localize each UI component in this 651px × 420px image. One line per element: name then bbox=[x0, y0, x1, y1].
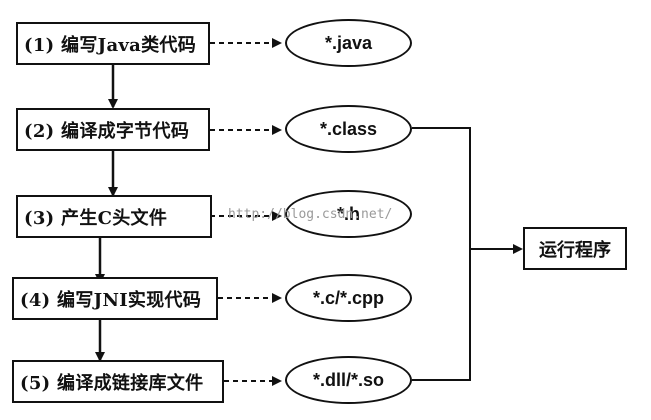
output-java-label: *.java bbox=[324, 32, 373, 53]
output-lib-label: *.dll/*.so bbox=[312, 369, 384, 390]
output-class-ellipse: *.class bbox=[285, 105, 412, 153]
step-4-label: (4) 编写JNI实现代码 bbox=[20, 289, 202, 311]
class-to-run-connector bbox=[412, 127, 471, 249]
step-5-box: (5) 编译成链接库文件 bbox=[12, 360, 224, 403]
step-1-label: (1) 编写Java类代码 bbox=[24, 34, 197, 56]
step-2-box: (2) 编译成字节代码 bbox=[16, 108, 210, 151]
step-2-label: (2) 编译成字节代码 bbox=[24, 120, 190, 142]
step-3-box: (3) 产生C头文件 bbox=[16, 195, 212, 238]
output-class-label: *.class bbox=[319, 118, 378, 139]
step-3-label: (3) 产生C头文件 bbox=[24, 207, 168, 229]
output-java-ellipse: *.java bbox=[285, 19, 412, 67]
run-program-label: 运行程序 bbox=[539, 239, 611, 261]
lib-to-run-connector bbox=[412, 249, 471, 381]
output-c-label: *.c/*.cpp bbox=[312, 287, 385, 308]
output-lib-ellipse: *.dll/*.so bbox=[285, 356, 412, 404]
output-c-ellipse: *.c/*.cpp bbox=[285, 274, 412, 322]
step-4-box: (4) 编写JNI实现代码 bbox=[12, 277, 218, 320]
run-program-box: 运行程序 bbox=[523, 227, 627, 270]
step-1-box: (1) 编写Java类代码 bbox=[16, 22, 210, 65]
output-h-ellipse: *.h bbox=[285, 190, 412, 238]
output-h-label: *.h bbox=[336, 203, 360, 224]
watermark-url: http://blog.csdn.net/ bbox=[228, 207, 393, 222]
step-5-label: (5) 编译成链接库文件 bbox=[20, 372, 204, 394]
